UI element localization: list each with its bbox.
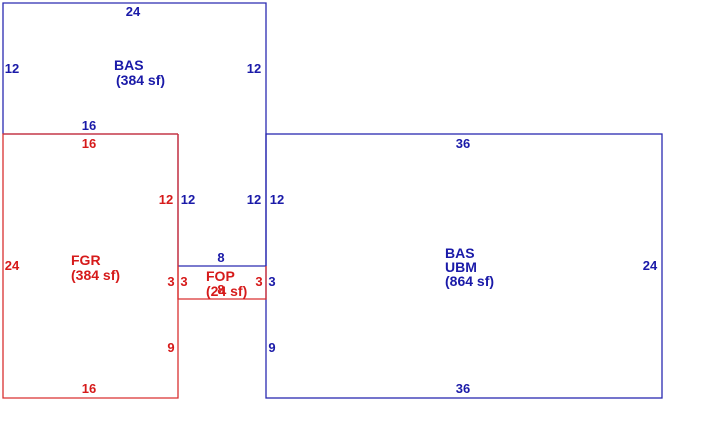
dim-fgr-right-upper: 12 (159, 192, 173, 207)
dim-fop-right: 3 (255, 274, 262, 289)
dim-notch-left: 12 (181, 192, 195, 207)
dim-notch-right: 12 (247, 192, 261, 207)
dim-bas-bottom: 16 (82, 118, 96, 133)
dim-bas-right: 12 (247, 61, 261, 76)
dim-ubm-right: 24 (643, 258, 658, 273)
fgr-outline (2, 133, 179, 399)
dim-fop-bottom: 8 (217, 282, 224, 297)
bas-ubm-code-1: BAS (445, 245, 475, 261)
fop-area: (24 sf) (206, 283, 247, 299)
fop-code: FOP (206, 268, 235, 284)
dim-bas-top: 24 (126, 4, 141, 19)
dim-fgr-left: 24 (5, 258, 20, 273)
dim-fgr-right-lower-b: 9 (167, 340, 174, 355)
bas-ubm-area: (864 sf) (445, 273, 494, 289)
fgr-area: (384 sf) (71, 267, 120, 283)
dim-ubm-left-a: 12 (270, 192, 284, 207)
dim-ubm-top: 36 (456, 136, 470, 151)
dim-fop-top: 8 (217, 250, 224, 265)
dim-fgr-top: 16 (82, 136, 96, 151)
bas-ubm-code-2: UBM (445, 259, 477, 275)
dim-bas-left: 12 (5, 61, 19, 76)
dim-fop-left: 3 (180, 274, 187, 289)
dim-ubm-left-c: 9 (268, 340, 275, 355)
dim-ubm-left-b: 3 (268, 274, 275, 289)
fop-outline (177, 266, 267, 300)
dim-fgr-bottom: 16 (82, 381, 96, 396)
fgr-code: FGR (71, 252, 101, 268)
dim-fgr-right-lower-a: 3 (167, 274, 174, 289)
bas-upper-code: BAS (114, 57, 144, 73)
dim-ubm-bottom: 36 (456, 381, 470, 396)
bas-upper-area: (384 sf) (116, 72, 165, 88)
